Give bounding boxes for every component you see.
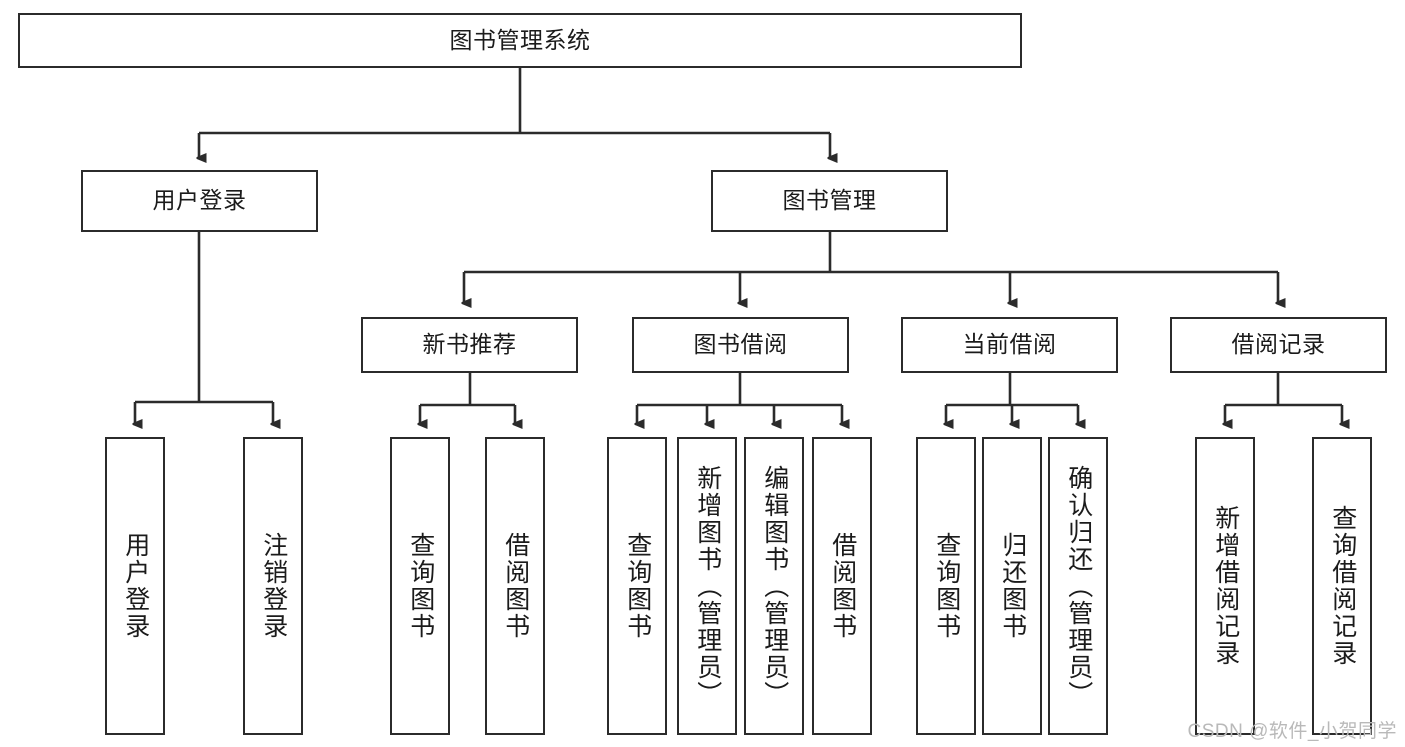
node-book-borrow[interactable]: 图书借阅 — [632, 317, 849, 373]
leaf-query-borrow-record[interactable]: 查询借阅记录 — [1312, 437, 1372, 735]
leaf-query-book-recommend[interactable]: 查询图书 — [390, 437, 450, 735]
node-book-management[interactable]: 图书管理 — [711, 170, 948, 232]
node-label: 借阅记录 — [1231, 331, 1326, 358]
node-label: 查询图书 — [623, 532, 652, 640]
leaf-borrow-book[interactable]: 借阅图书 — [812, 437, 872, 735]
node-label: 图书管理 — [782, 187, 877, 214]
node-label: 当前借阅 — [962, 331, 1057, 358]
leaf-return-book[interactable]: 归还图书 — [982, 437, 1042, 735]
leaf-query-book-borrow[interactable]: 查询图书 — [607, 437, 667, 735]
node-label: 编辑图书（管理员） — [760, 464, 789, 708]
node-label: 新增图书（管理员） — [693, 464, 722, 708]
leaf-borrow-book-recommend[interactable]: 借阅图书 — [485, 437, 545, 735]
leaf-logout-login[interactable]: 注销登录 — [243, 437, 303, 735]
leaf-query-book-current[interactable]: 查询图书 — [916, 437, 976, 735]
leaf-edit-book-admin[interactable]: 编辑图书（管理员） — [744, 437, 804, 735]
node-label: 确认归还（管理员） — [1064, 464, 1093, 708]
node-current-borrow[interactable]: 当前借阅 — [901, 317, 1118, 373]
node-label: 用户登录 — [121, 532, 150, 640]
watermark: CSDN @软件_小贺同学 — [1187, 721, 1397, 742]
leaf-add-book-admin[interactable]: 新增图书（管理员） — [677, 437, 737, 735]
node-user-login[interactable]: 用户登录 — [81, 170, 318, 232]
leaf-add-borrow-record[interactable]: 新增借阅记录 — [1195, 437, 1255, 735]
node-label: 图书管理系统 — [449, 26, 591, 53]
node-label: 归还图书 — [998, 532, 1027, 640]
node-new-book-recommend[interactable]: 新书推荐 — [361, 317, 578, 373]
node-label: 查询借阅记录 — [1328, 505, 1357, 667]
leaf-confirm-return-admin[interactable]: 确认归还（管理员） — [1048, 437, 1108, 735]
node-label: 借阅图书 — [501, 532, 530, 640]
node-label: 图书借阅 — [693, 331, 788, 358]
node-label: 新书推荐 — [422, 331, 517, 358]
node-label: 注销登录 — [259, 532, 288, 640]
node-label: 用户登录 — [152, 187, 247, 214]
node-label: 查询图书 — [406, 532, 435, 640]
node-root-system[interactable]: 图书管理系统 — [18, 13, 1022, 68]
node-label: 查询图书 — [932, 532, 961, 640]
leaf-user-login[interactable]: 用户登录 — [105, 437, 165, 735]
node-label: 借阅图书 — [828, 532, 857, 640]
node-label: 新增借阅记录 — [1211, 505, 1240, 667]
node-borrow-record[interactable]: 借阅记录 — [1170, 317, 1387, 373]
